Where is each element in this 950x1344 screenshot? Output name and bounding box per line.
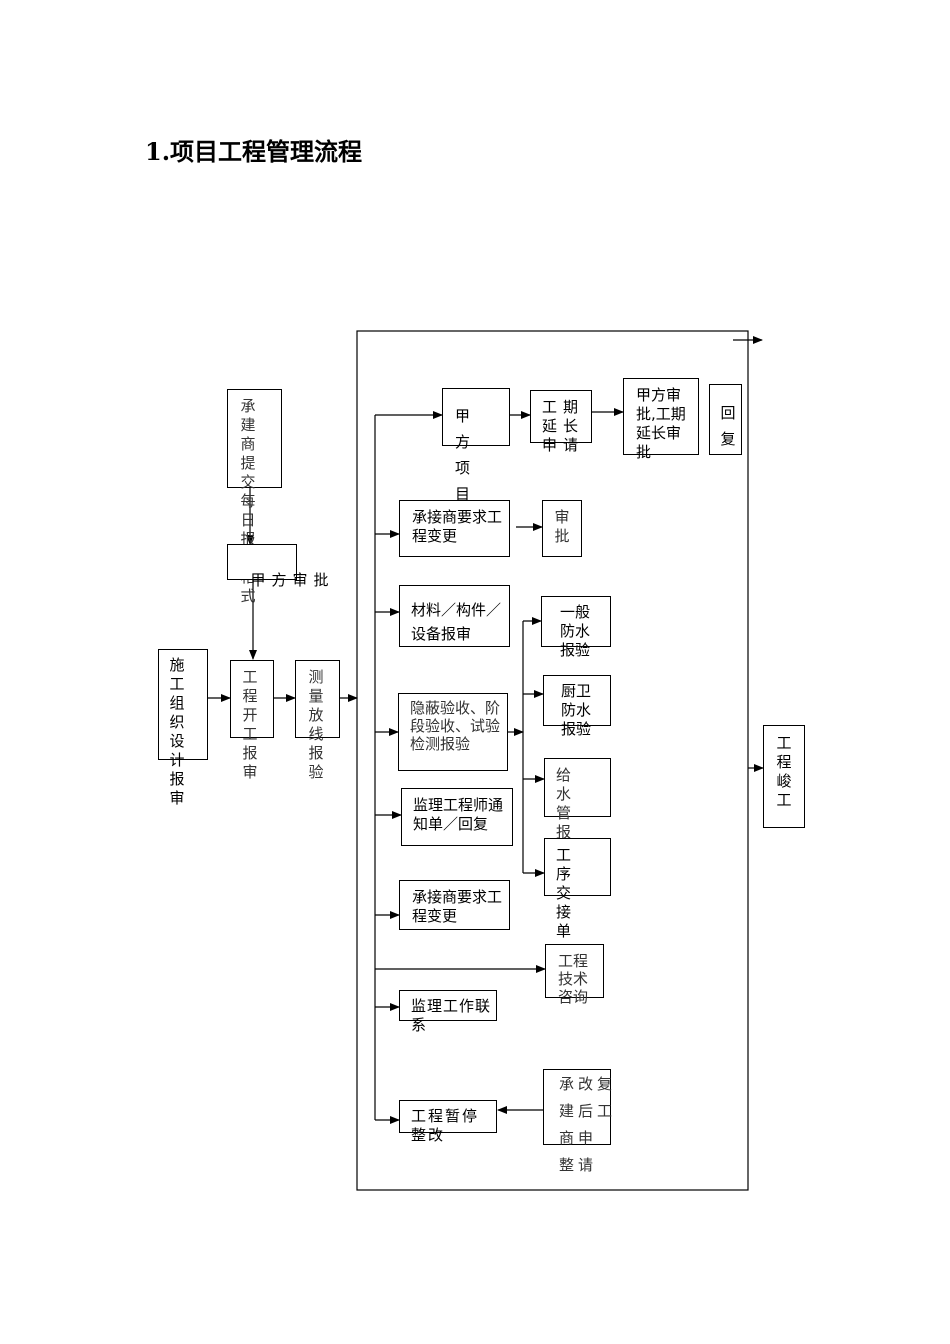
survey-report-node	[295, 660, 340, 738]
approval-node	[542, 500, 582, 557]
completion-node	[763, 725, 805, 828]
period-extension-label: 工期延长申请	[542, 398, 585, 454]
suspension-label: 工程暂停整改	[411, 1107, 480, 1144]
owner-instruction-node	[442, 388, 510, 446]
tech-consult-label: 工程技术咨询	[558, 952, 589, 1006]
water-pipe-label: 给水管报验	[556, 766, 584, 860]
material-report-label: 材料／构件／设备报审	[411, 601, 502, 643]
owner-approve-node	[227, 544, 297, 580]
kitchen-waterproof-label: 厨卫防水报验	[561, 682, 592, 738]
start-report-node	[230, 660, 274, 738]
reply-label: 回复	[720, 404, 736, 448]
process-handover-node	[544, 838, 611, 896]
supervision-contact-node	[399, 990, 497, 1021]
daily-report-node	[227, 389, 282, 488]
change-request-1-label: 承接商要求工程变更	[412, 508, 503, 545]
hidden-inspection-label: 隐蔽验收、阶段验收、试验检测报验	[410, 699, 501, 753]
contractor-rectify-label: 承建商整改后申请复工	[557, 1076, 613, 1184]
kitchen-waterproof-node	[543, 675, 611, 726]
owner-approve-label: 甲方审批	[250, 571, 335, 589]
general-waterproof-node	[541, 596, 611, 647]
change-request-1-node	[399, 500, 510, 557]
material-report-node	[399, 585, 510, 647]
completion-label: 工程峻工	[776, 734, 792, 809]
supervisor-notice-label: 监理工程师通知单／回复	[413, 796, 504, 833]
water-pipe-node	[544, 758, 611, 817]
general-waterproof-label: 一般防水报验	[560, 603, 591, 659]
period-extension-node	[530, 390, 592, 443]
supervisor-notice-node	[401, 788, 513, 846]
reply-node	[709, 384, 742, 455]
construction-org-design-node	[158, 649, 208, 760]
main-container	[356, 330, 749, 1191]
process-handover-label: 工序交接单	[556, 846, 584, 940]
owner-period-approval-label: 甲方审批,工期延长审批	[636, 386, 686, 461]
tech-consult-node	[545, 944, 604, 998]
supervision-contact-label: 监理工作联系	[411, 997, 492, 1034]
owner-period-approval-node	[623, 378, 699, 455]
contractor-rectify-node	[543, 1069, 611, 1145]
approval-label: 审批	[554, 508, 570, 545]
construction-org-design-label: 施工组织设计报审	[169, 656, 185, 807]
suspension-node	[399, 1100, 497, 1133]
hidden-inspection-node	[398, 693, 508, 771]
change-request-2-node	[399, 880, 510, 930]
start-report-label: 工程开工报审	[242, 668, 258, 781]
change-request-2-label: 承接商要求工程变更	[412, 888, 503, 925]
page-title: 1.项目工程管理流程	[145, 137, 363, 166]
survey-report-label: 测量放线报验	[308, 668, 324, 781]
